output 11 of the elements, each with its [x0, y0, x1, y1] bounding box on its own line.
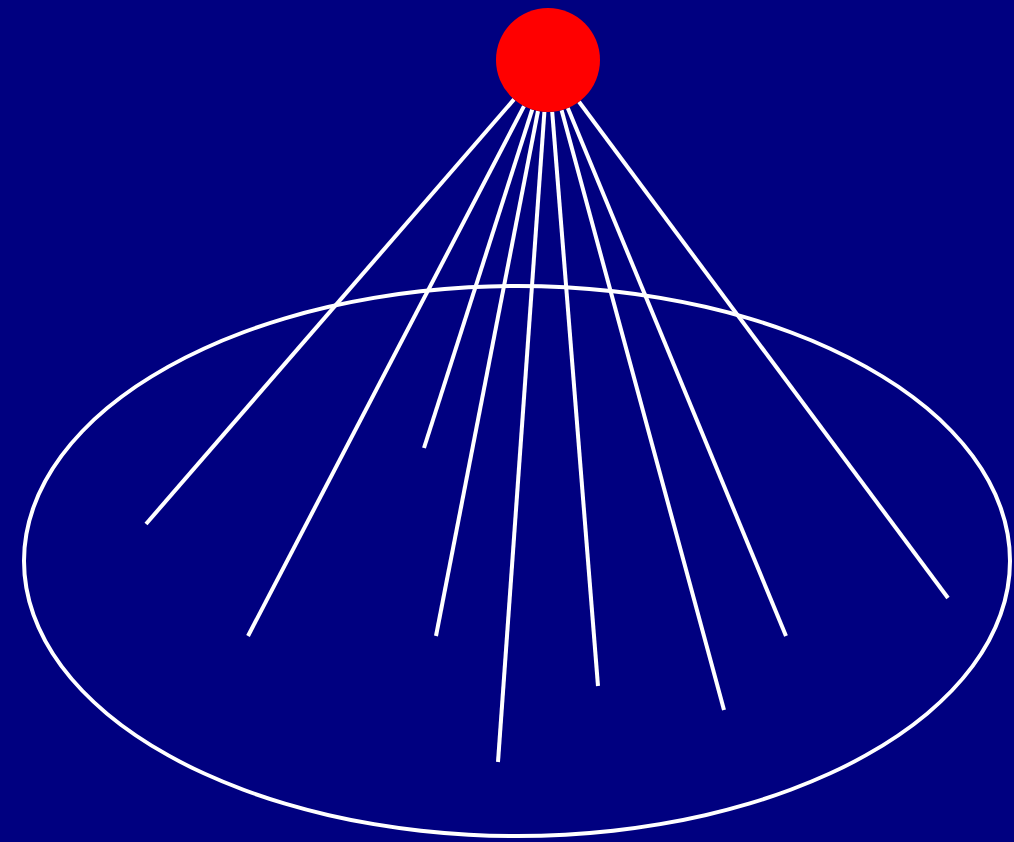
ellipse-outline: [22, 284, 1012, 838]
line: [422, 109, 535, 449]
line: [246, 105, 526, 637]
line: [559, 109, 726, 711]
line: [550, 111, 600, 687]
line: [144, 98, 516, 526]
line: [496, 111, 547, 763]
line: [434, 110, 540, 637]
line: [565, 107, 788, 637]
circle: [496, 8, 600, 112]
line: [577, 100, 950, 600]
